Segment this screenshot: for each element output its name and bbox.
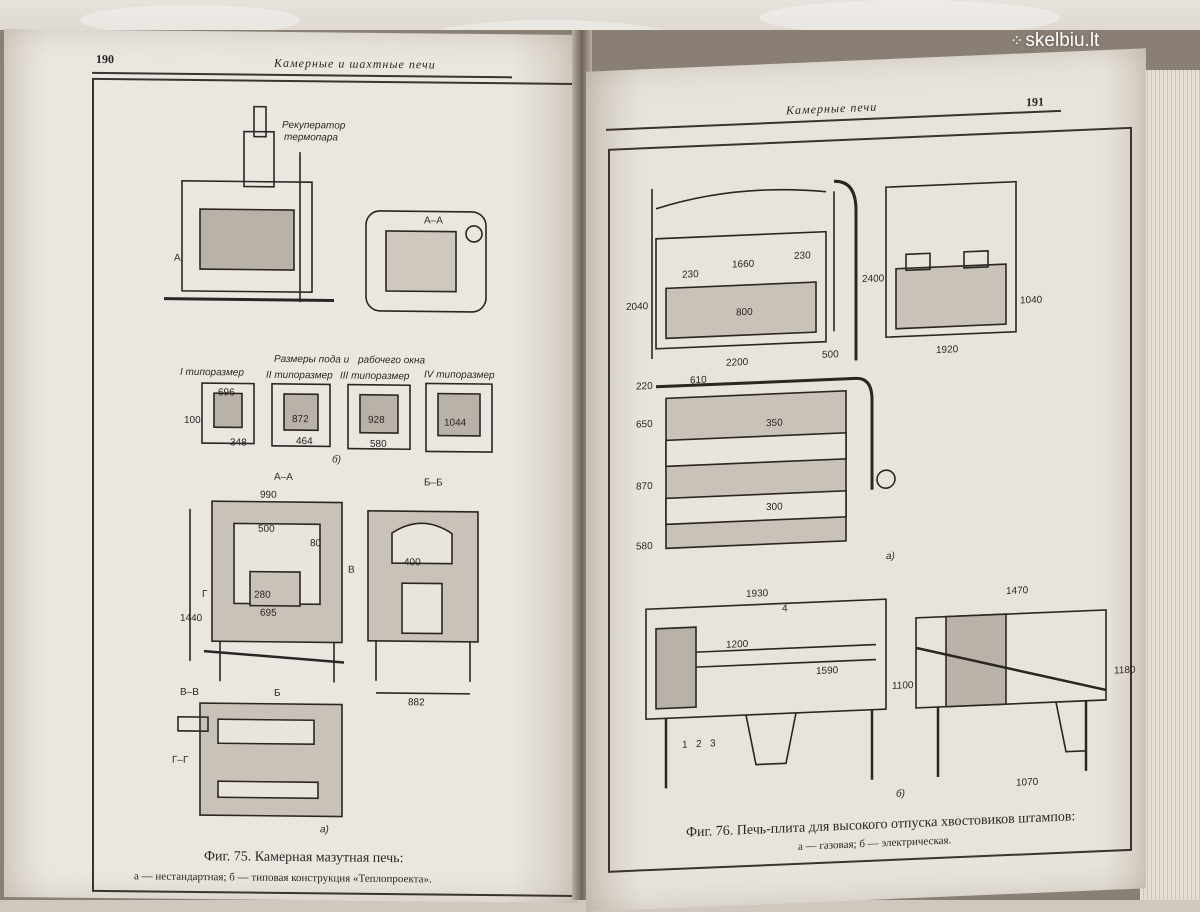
label-b: Б: [274, 688, 281, 699]
dim-1044: 1044: [444, 418, 467, 429]
size-4-diagram: [425, 382, 493, 453]
dim-800: 800: [736, 307, 753, 319]
floor-line: [164, 297, 334, 302]
dim-1590: 1590: [816, 665, 839, 677]
gas-furnace-elevation: [655, 230, 827, 350]
label-thermocouple: термопара: [284, 132, 338, 144]
dim-464: 464: [296, 436, 313, 447]
dim-500: 500: [258, 524, 275, 535]
label-hearth-title-1: Размеры пода и: [274, 354, 350, 366]
right-figure-drawing: 230 1660 230 2200 500 220 610 800 2040 2…: [626, 179, 1136, 800]
label-g: Г: [202, 589, 208, 600]
dim-1930: 1930: [746, 588, 769, 600]
label-section-bb: Б–Б: [424, 477, 443, 488]
label-size-4: IV типоразмер: [424, 369, 495, 381]
label-recuperator: Рекуператор: [282, 120, 346, 132]
furnace-body: [181, 180, 313, 294]
callout-1: 1: [682, 739, 688, 750]
label-section-aa-top: А–А: [424, 215, 443, 226]
dim-1070: 1070: [1016, 777, 1039, 789]
dim-882: 882: [408, 697, 425, 708]
dim-2200: 2200: [726, 357, 749, 369]
label-section-gg: Г–Г: [172, 755, 189, 766]
electric-furnace-end: [915, 609, 1107, 709]
dim-580: 580: [636, 541, 653, 553]
dim-870: 870: [636, 481, 653, 493]
dim-80: 80: [310, 538, 322, 549]
size-1-diagram: [201, 382, 255, 445]
electric-furnace-side: [645, 598, 887, 721]
label-section-aa-lower: А–А: [274, 472, 293, 483]
left-caption-title: Фиг. 75. Камерная мазутная печь:: [204, 849, 404, 867]
dim-928: 928: [368, 415, 385, 426]
callout-4: 4: [782, 603, 788, 614]
label-size-3: III типоразмер: [340, 371, 410, 383]
dim-1660: 1660: [732, 259, 755, 271]
callout-3: 3: [710, 738, 716, 749]
label-tag-a: А: [174, 253, 181, 264]
label-size-2: II типоразмер: [266, 370, 333, 382]
label-v: В: [348, 565, 355, 576]
label-right-sub-a: а): [886, 551, 895, 562]
stack-pipe: [253, 105, 267, 138]
dim-650: 650: [636, 419, 653, 431]
watermark-text: skelbiu.lt: [1025, 30, 1100, 51]
dim-1470: 1470: [1006, 585, 1029, 597]
label-sub-a: а): [320, 824, 329, 835]
dim-1040: 1040: [1020, 295, 1043, 307]
dim-610: 610: [690, 375, 707, 387]
label-section-vv: В–В: [180, 687, 199, 698]
dim-1440: 1440: [180, 613, 203, 624]
section-aa-plan: [365, 210, 487, 313]
size-3-diagram: [347, 383, 411, 451]
dim-580: 580: [370, 439, 387, 450]
dim-280: 280: [254, 590, 271, 601]
dim-990: 990: [260, 490, 277, 501]
dim-500: 500: [822, 349, 839, 361]
left-page: 190 Камерные и шахтные печи: [4, 28, 586, 904]
dim-100-a: 100: [184, 415, 201, 426]
left-figure-drawing: Рекуператор термопара А А–А Размеры пода…: [164, 105, 495, 835]
dim-1100: 1100: [892, 680, 914, 692]
page-edges: [1140, 70, 1200, 900]
gas-furnace-end: [885, 180, 1017, 338]
dim-350: 350: [766, 417, 783, 429]
label-size-1: I типоразмер: [180, 367, 244, 379]
dim-872: 872: [292, 414, 309, 425]
dim-348: 348: [230, 437, 247, 448]
label-hearth-title-2: рабочего окна: [357, 354, 426, 367]
label-sub-b: б): [332, 453, 341, 465]
dim-230a: 230: [682, 269, 699, 281]
dim-1920: 1920: [936, 344, 959, 356]
dim-696: 696: [218, 387, 235, 398]
dim-1200: 1200: [726, 639, 749, 651]
dim-230b: 230: [794, 250, 811, 262]
right-page: Камерные печи 191: [586, 48, 1146, 912]
watermark-logo: ⁘skelbiu.lt: [1010, 30, 1099, 52]
dim-1180: 1180: [1114, 665, 1136, 677]
gas-furnace-plan: [665, 390, 847, 550]
recuperator-stack: [243, 130, 275, 188]
dim-300: 300: [766, 501, 783, 513]
dim-695: 695: [260, 608, 277, 619]
dots-icon: ⁘: [1010, 33, 1023, 50]
dim-220: 220: [636, 381, 653, 393]
label-right-sub-b: б): [896, 787, 905, 799]
size-2-diagram: [271, 382, 331, 448]
dim-2040: 2040: [626, 301, 649, 313]
dim-2400: 2400: [862, 273, 885, 285]
callout-2: 2: [696, 739, 702, 750]
furnace-chamber: [199, 208, 295, 271]
dim-400: 400: [404, 557, 421, 568]
